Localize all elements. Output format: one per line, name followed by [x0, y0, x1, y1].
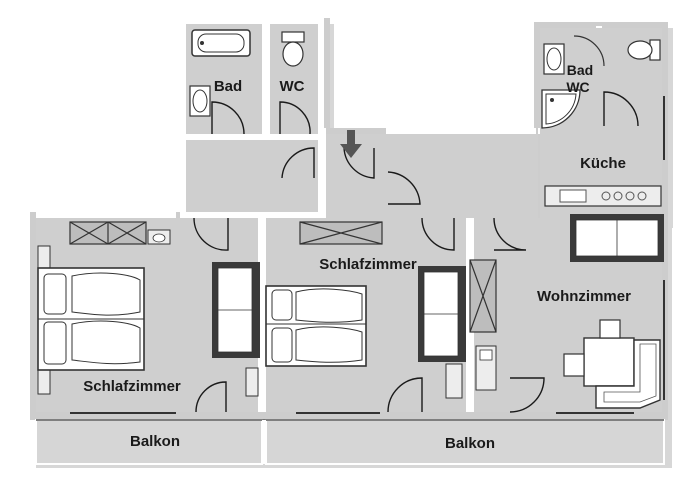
bed-sz1	[37, 245, 145, 395]
door-wc	[279, 101, 311, 135]
toilet-wc	[281, 31, 305, 67]
label-bad-wc-line2: WC	[566, 79, 589, 95]
door-balkon-1	[195, 381, 227, 413]
door-entry	[343, 147, 375, 179]
nightstand-sz1	[245, 367, 259, 397]
label-schlafzimmer-2: Schlafzimmer	[319, 256, 417, 273]
door-kueche	[387, 171, 421, 205]
sofa-sz2	[418, 266, 466, 362]
washbasin-bad	[189, 85, 211, 117]
door-bad-wc	[603, 91, 639, 127]
nightstand-sz2	[445, 363, 463, 399]
wardrobe-wz	[469, 259, 497, 333]
shower	[541, 89, 581, 129]
wardrobe-sz1	[69, 221, 147, 245]
balconies	[35, 419, 665, 465]
label-wohnzimmer: Wohnzimmer	[537, 288, 631, 305]
balcony-right-area	[265, 419, 665, 465]
door-sz1	[193, 217, 229, 251]
label-balkon-2: Balkon	[445, 435, 495, 452]
outer-walls	[180, 18, 324, 218]
label-balkon-1: Balkon	[130, 433, 180, 450]
door-bad	[211, 101, 245, 135]
toilet-bad-wc	[627, 39, 661, 61]
sink-sz1	[147, 229, 171, 245]
label-bad-wc-line1: Bad	[567, 62, 593, 78]
washbasin-bad-wc	[543, 43, 565, 75]
label-kueche: Küche	[580, 155, 626, 172]
bed-sz2	[265, 285, 367, 367]
doors	[193, 91, 639, 413]
door-flur	[281, 147, 315, 179]
label-wc: WC	[280, 78, 305, 95]
door-balkon-3	[509, 377, 545, 413]
bathtub	[191, 29, 251, 57]
balcony-left-area	[35, 419, 263, 465]
kitchen-counter	[544, 185, 662, 207]
door-wz	[493, 217, 527, 251]
shower-door-swing	[573, 35, 605, 67]
door-sz2	[421, 217, 455, 251]
label-bad: Bad	[214, 78, 242, 95]
sofa-wz	[570, 214, 664, 262]
door-balkon-2	[387, 377, 423, 413]
arrow-down-icon	[340, 130, 362, 158]
dining-set	[563, 319, 661, 409]
windows	[70, 96, 665, 414]
label-schlafzimmer-1: Schlafzimmer	[83, 378, 181, 395]
tv-cabinet	[475, 345, 497, 391]
wardrobe-sz2	[299, 221, 383, 245]
sofa-sz1	[212, 262, 260, 358]
